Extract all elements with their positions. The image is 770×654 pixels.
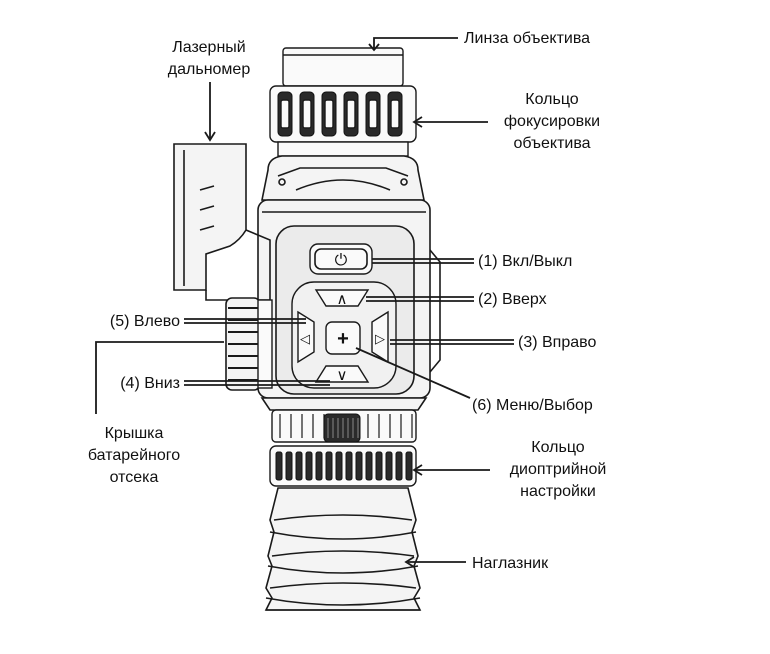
- label-focus-ring-line3: объектива: [513, 135, 590, 152]
- label-diopter-ring-line3: настройки: [520, 483, 596, 500]
- label-right: (3) Вправо: [518, 334, 596, 351]
- grip-segment: [405, 451, 413, 481]
- label-battery-cover-line2: батарейного: [88, 447, 180, 464]
- up-button[interactable]: ∧: [314, 289, 370, 308]
- label-rangefinder-line2: дальномер: [168, 61, 251, 78]
- grip-segment: [325, 451, 333, 481]
- power-button[interactable]: ⏻: [309, 243, 373, 275]
- laser-rangefinder: [173, 143, 271, 301]
- diopter-ring: [269, 445, 417, 487]
- right-button[interactable]: ▷: [371, 310, 389, 364]
- grip-segment: [324, 99, 334, 129]
- left-button[interactable]: ◁: [297, 310, 315, 364]
- up-arrow-icon: ∧: [337, 291, 348, 308]
- label-power: (1) Вкл/Выкл: [478, 253, 572, 270]
- focus-ring: [269, 85, 417, 157]
- label-diopter-ring-line1: Кольцо: [531, 439, 585, 456]
- right-arrow-icon: ▷: [375, 331, 385, 346]
- grip-segment: [365, 451, 373, 481]
- down-button[interactable]: ∨: [314, 365, 370, 384]
- grip-segment: [280, 99, 290, 129]
- grip-segment: [305, 451, 313, 481]
- plus-icon: +: [337, 328, 349, 350]
- label-up: (2) Вверх: [478, 291, 547, 308]
- battery-cover: [225, 297, 273, 391]
- grip-segment: [302, 99, 312, 129]
- grip-segment: [385, 451, 393, 481]
- grip-segment: [315, 451, 323, 481]
- label-focus-ring-line1: Кольцо: [525, 91, 579, 108]
- power-icon: ⏻: [335, 252, 348, 269]
- down-arrow-icon: ∨: [337, 367, 348, 384]
- grip-segment: [355, 451, 363, 481]
- grip-segment: [345, 451, 353, 481]
- grip-segment: [335, 451, 343, 481]
- left-arrow-icon: ◁: [300, 331, 310, 346]
- label-objective-lens: Линза объектива: [464, 30, 590, 47]
- grip-segment: [395, 451, 403, 481]
- label-menu: (6) Меню/Выбор: [472, 397, 593, 414]
- grip-segment: [275, 451, 283, 481]
- label-rangefinder-line1: Лазерный: [172, 39, 245, 56]
- grip-segment: [295, 451, 303, 481]
- menu-button[interactable]: +: [325, 321, 361, 355]
- grip-segment: [285, 451, 293, 481]
- label-focus-ring-line2: фокусировки: [504, 113, 600, 130]
- eyecup: [264, 487, 422, 611]
- leader-lines: [95, 37, 514, 568]
- label-battery-cover-line1: Крышка: [105, 425, 164, 442]
- lower-body: [260, 397, 428, 443]
- label-left: (5) Влево: [110, 313, 180, 330]
- label-battery-cover-line3: отсека: [110, 469, 159, 486]
- grip-segment: [346, 99, 356, 129]
- objective-lens: [282, 47, 404, 87]
- label-down: (4) Вниз: [120, 375, 180, 392]
- label-eyecup: Наглазник: [472, 555, 549, 572]
- grip-segment: [368, 99, 378, 129]
- label-diopter-ring-line2: диоптрийной: [510, 461, 607, 478]
- labels: Линза объектива Кольцо фокусировки объек…: [88, 30, 606, 572]
- grip-segment: [375, 451, 383, 481]
- grip-segment: [390, 99, 400, 129]
